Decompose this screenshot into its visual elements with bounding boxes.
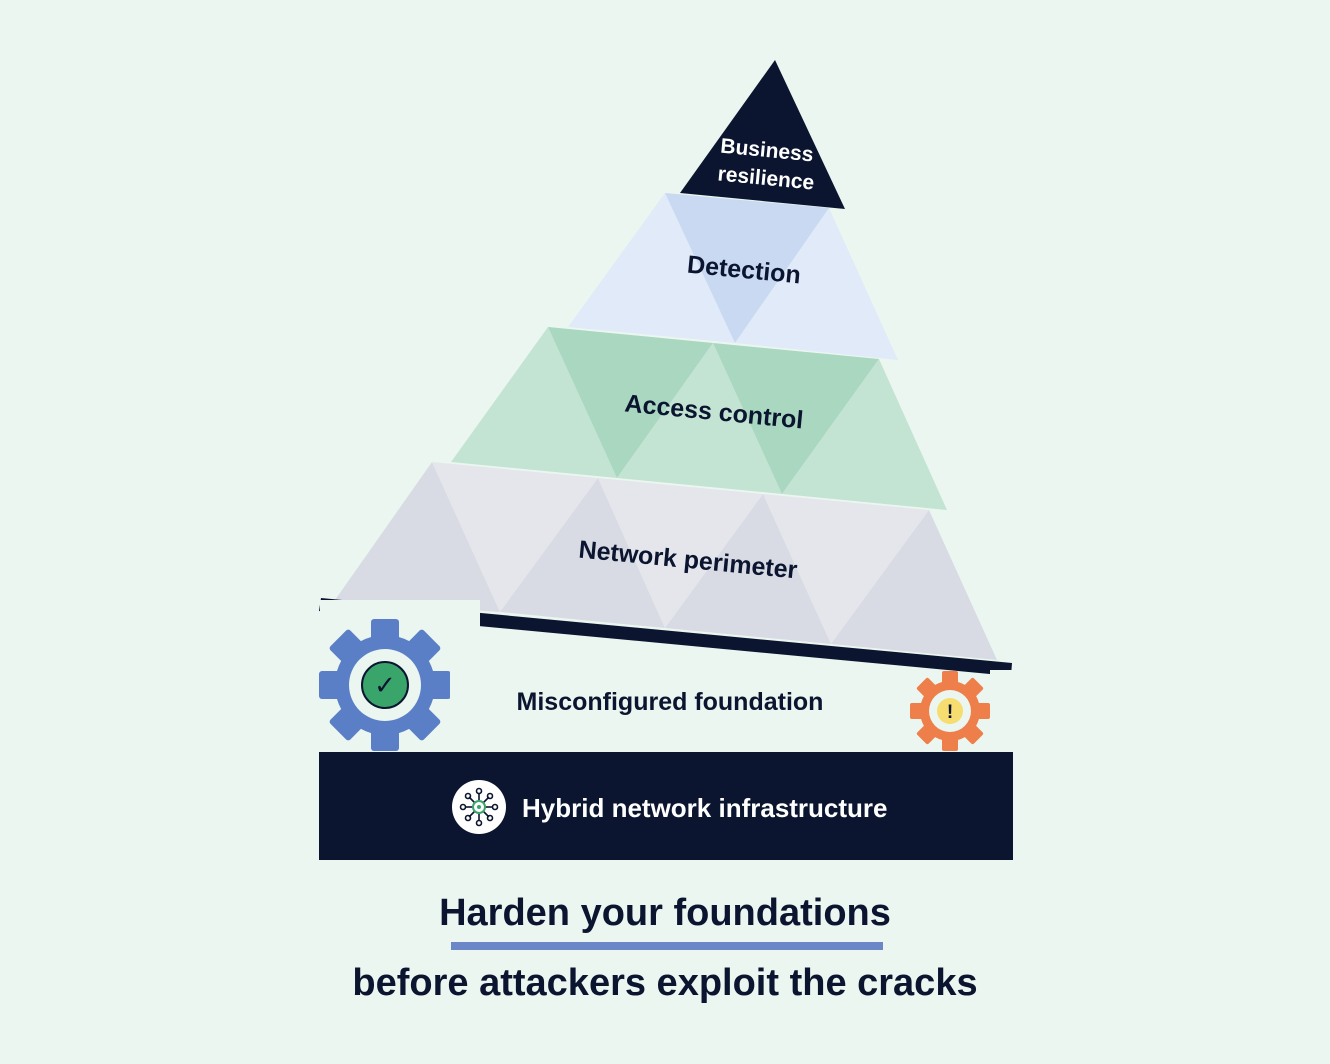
- warning-mark: !: [947, 702, 953, 723]
- tier-access-control: Access control: [451, 327, 947, 510]
- warning-badge: [937, 698, 963, 724]
- tier-business-resilience: Business resilience: [680, 60, 845, 209]
- infrastructure-bar: [319, 752, 1013, 860]
- foundation-label: Misconfigured foundation: [517, 688, 824, 716]
- tier-detection: Detection: [568, 193, 898, 360]
- tier-network-perimeter: Network perimeter: [335, 462, 997, 660]
- headline-line-1: Harden your foundations: [439, 892, 891, 934]
- network-hub-icon: [452, 780, 506, 834]
- gear-check-icon: ✓: [319, 619, 451, 751]
- headline-line-2: before attackers exploit the cracks: [352, 962, 978, 1004]
- check-badge: [361, 661, 409, 709]
- check-mark: ✓: [374, 670, 396, 700]
- infrastructure-label: Hybrid network infrastructure: [522, 793, 888, 823]
- tilted-base-bar: [319, 598, 1012, 676]
- headline-underline: [451, 942, 883, 950]
- gear-warning-icon: !: [910, 671, 990, 751]
